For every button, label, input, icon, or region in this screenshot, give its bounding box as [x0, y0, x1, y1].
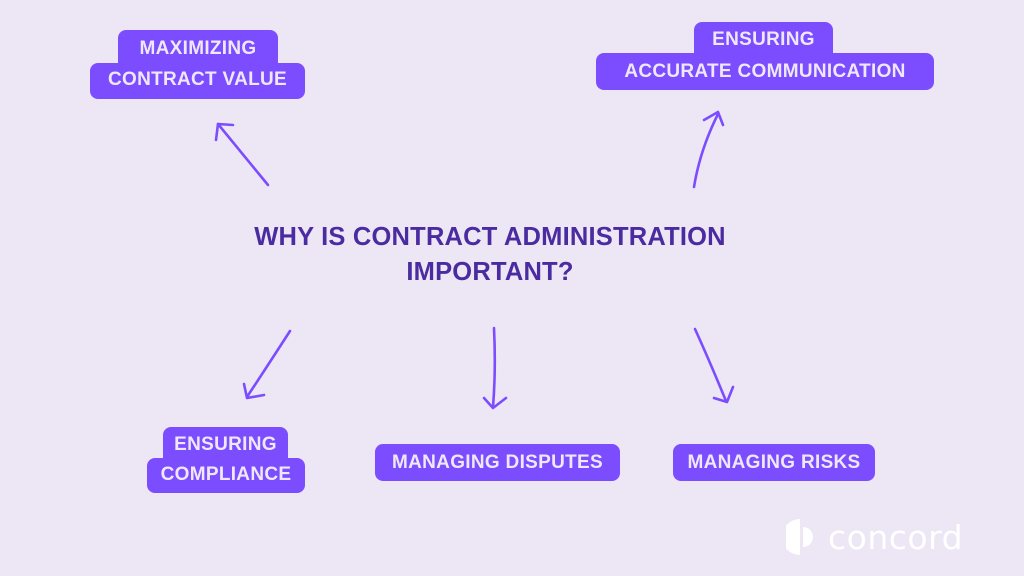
arrow-up-right-icon [692, 110, 725, 189]
arrow-up-left-icon [214, 122, 270, 187]
arrow-down-right-icon [693, 327, 735, 404]
concord-logo-icon [786, 519, 813, 555]
concord-logo: concord [786, 517, 963, 557]
node-line-2: CONTRACT VALUE [90, 63, 305, 99]
node-line-1: ENSURING [163, 427, 288, 461]
diagram-title: WHY IS CONTRACT ADMINISTRATION IMPORTANT… [200, 220, 780, 290]
node-line-2: ACCURATE COMMUNICATION [596, 53, 934, 90]
title-line-2: IMPORTANT? [406, 258, 574, 286]
arrow-down-icon [482, 326, 508, 410]
node-line-1: ENSURING [694, 22, 833, 56]
node-line-1: MAXIMIZING [118, 30, 278, 66]
arrow-down-left-icon [242, 329, 292, 400]
node-managing-risks: MANAGING RISKS [673, 444, 875, 481]
title-line-1: WHY IS CONTRACT ADMINISTRATION [254, 223, 726, 251]
logo-text: concord [828, 517, 964, 557]
node-line-2: COMPLIANCE [147, 458, 305, 493]
node-managing-disputes: MANAGING DISPUTES [375, 444, 620, 481]
